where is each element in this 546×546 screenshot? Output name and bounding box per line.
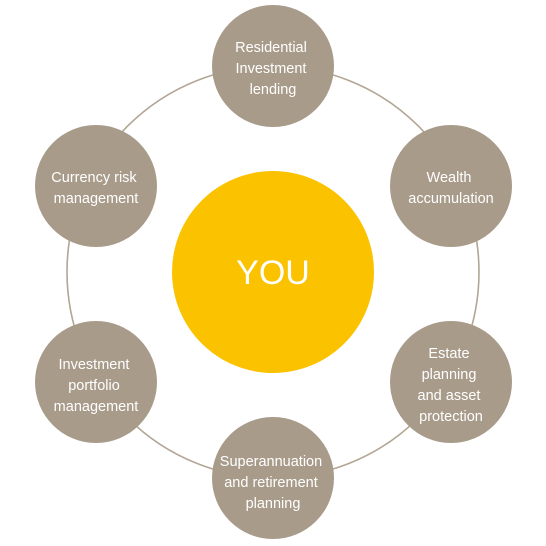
node-label-line: Investment <box>236 61 307 77</box>
node-label-line: Estate <box>428 346 469 362</box>
node-label: Residential Investment lending <box>235 40 311 98</box>
node-wealth-accumulation: Wealth accumulation <box>390 125 512 247</box>
node-label-line: Currency risk <box>51 170 137 186</box>
node-label: Currency risk management <box>51 170 140 207</box>
node-label: Wealth accumulation <box>408 170 493 207</box>
node-label-line: protection <box>419 409 483 425</box>
node-circle <box>35 125 157 247</box>
node-label-line: management <box>54 191 139 207</box>
node-residential-investment-lending: Residential Investment lending <box>212 5 334 127</box>
node-estate-planning-asset-protection: Estate planning and asset protection <box>390 321 512 443</box>
center-node: YOU <box>172 171 374 373</box>
node-label-line: accumulation <box>408 191 493 207</box>
node-circle <box>212 5 334 127</box>
node-label-line: portfolio <box>68 378 120 394</box>
node-circle <box>35 321 157 443</box>
node-circle <box>390 125 512 247</box>
node-label-line: lending <box>250 82 297 98</box>
node-label-line: Investment <box>59 357 130 373</box>
node-investment-portfolio-management: Investment portfolio management <box>35 321 157 443</box>
node-circle <box>390 321 512 443</box>
node-label-line: management <box>54 399 139 415</box>
node-label-line: Wealth <box>427 170 472 186</box>
node-label-line: planning <box>246 496 301 512</box>
node-label-line: planning <box>422 367 477 383</box>
node-label-line: Residential <box>235 40 307 56</box>
node-label: Investment portfolio management <box>54 357 139 415</box>
node-circle <box>212 417 334 539</box>
center-label: YOU <box>236 254 310 292</box>
node-label: Superannuation and retirement planning <box>220 454 326 512</box>
node-label-line: Superannuation <box>220 454 322 470</box>
node-label: Estate planning and asset protection <box>418 346 485 425</box>
node-superannuation-retirement-planning: Superannuation and retirement planning <box>212 417 334 539</box>
node-currency-risk-management: Currency risk management <box>35 125 157 247</box>
node-label-line: and retirement <box>224 475 318 491</box>
center-circle <box>172 171 374 373</box>
node-label-line: and asset <box>418 388 481 404</box>
